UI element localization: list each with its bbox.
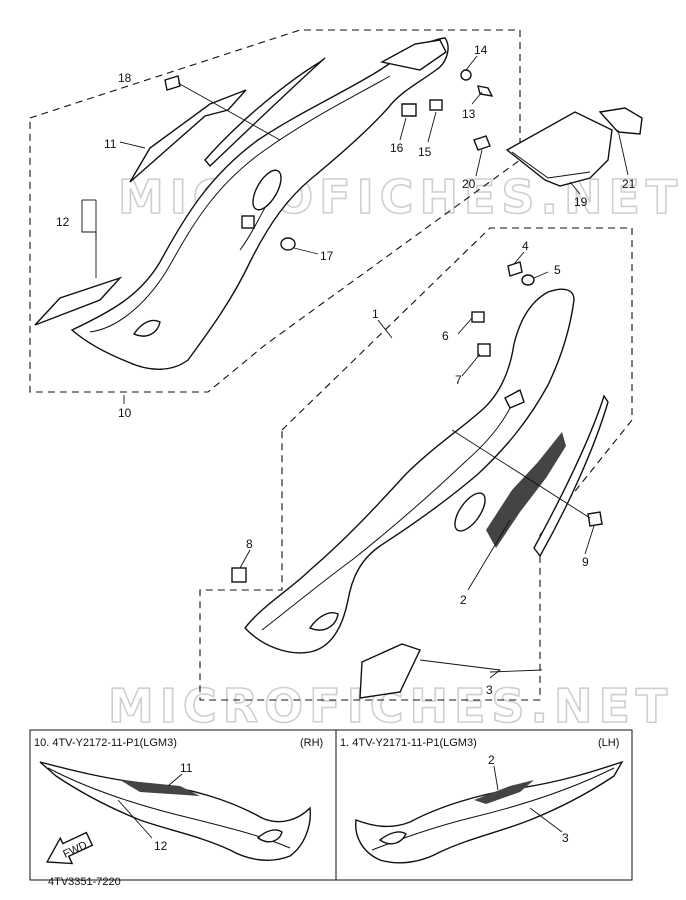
callout-10: 10 [118,406,132,420]
graphic-12 [34,276,123,326]
callout-14: 14 [474,43,488,57]
side-cover-rh-vent [252,169,282,211]
panel-rh-emblem [120,780,200,796]
callout-4: 4 [522,239,529,253]
callout-21: 21 [622,177,636,191]
callout-11: 11 [104,137,117,151]
callout-6: 6 [442,329,449,343]
screw-13 [477,85,494,97]
diagram-code: 4TV3351-7220 [48,876,121,888]
fwd-arrow-icon [45,831,94,865]
collar-6 [471,311,485,323]
panel-lh-title: 1. 4TV-Y2171-11-P1(LGM3) [340,737,477,749]
callout-18: 18 [118,71,132,85]
panel-rh-title: 10. 4TV-Y2172-11-P1(LGM3) [34,737,177,749]
callout-3: 3 [486,683,493,697]
graphic-3 [359,643,421,699]
callout-17: 17 [320,249,334,263]
callout-13: 13 [462,107,476,121]
collar-8 [231,567,247,583]
panel-lh-emblem [474,780,534,804]
callout-9: 9 [582,555,589,569]
panel-rh-side: (RH) [300,737,323,749]
panel-rh-callout-12: 12 [154,839,168,853]
group-1-boundary [199,227,633,701]
bolt-4 [507,261,523,277]
callout-7: 7 [455,373,462,387]
clip-17-mount [241,215,255,229]
callout-19: 19 [574,195,588,209]
callout-5: 5 [554,263,561,277]
callout-1: 1 [372,307,379,321]
lens-21 [598,107,643,135]
emblem-11 [129,89,247,183]
panel-lh-frame [335,729,633,881]
callout-15: 15 [418,145,432,159]
panel-lh-cover [355,760,624,864]
screw-20 [473,135,491,151]
panel-lh-side: (LH) [598,737,619,749]
nut-14 [460,69,472,81]
emblem-2 [486,432,566,548]
callout-20: 20 [462,177,476,191]
side-cover-lh-vent [454,492,486,532]
grommet-16 [401,103,417,117]
panel-lh-callout-2: 2 [488,753,495,767]
bolt-9 [451,429,603,527]
callout-16: 16 [390,141,404,155]
bolt-18 [164,75,281,141]
callout-12: 12 [56,215,70,229]
nut-17 [280,237,319,255]
callout-8: 8 [246,537,253,551]
washer-5 [521,274,535,286]
collar-15 [429,99,443,111]
panel-lh-callout-3: 3 [562,831,569,845]
callout-2: 2 [460,593,467,607]
grommet-7 [477,343,491,357]
side-cover-lh [244,288,575,654]
panel-rh-callout-11: 11 [180,761,193,775]
